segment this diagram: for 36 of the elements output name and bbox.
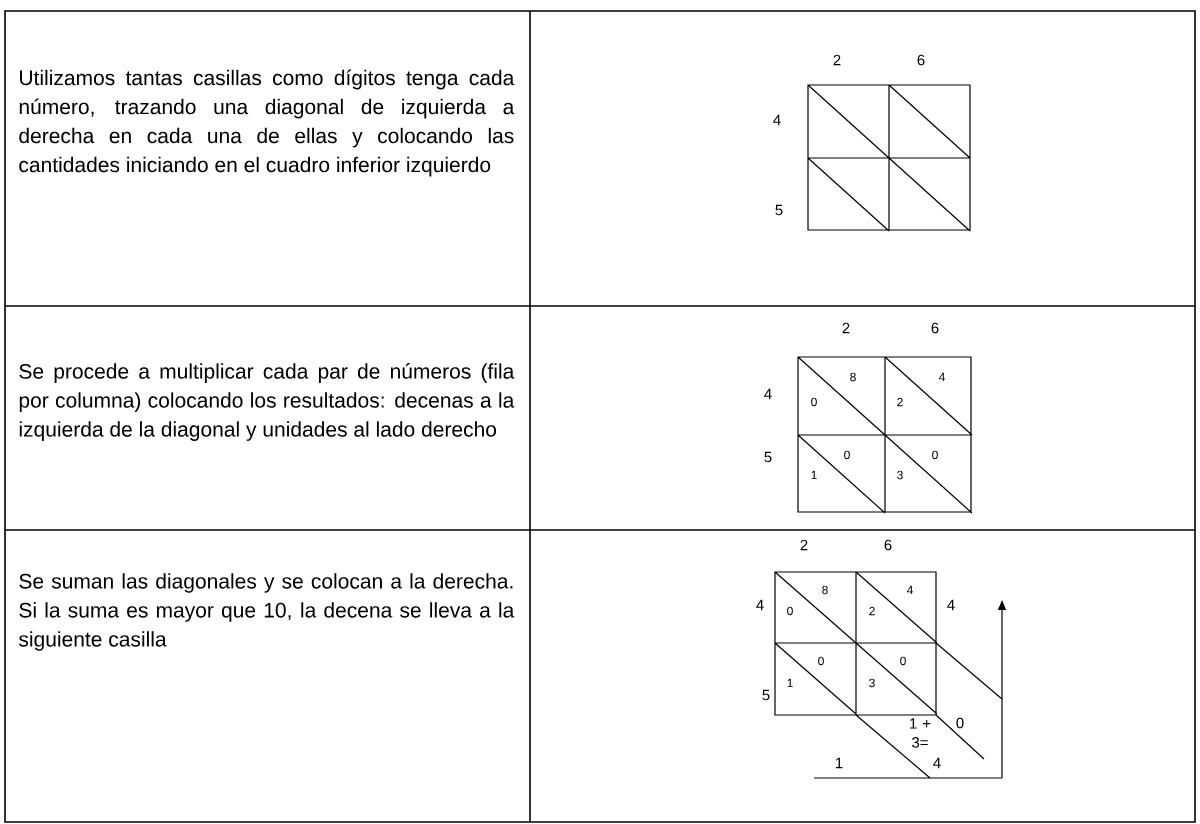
product-digit: 1 [811, 470, 817, 480]
digit-label: 5 [764, 451, 772, 463]
digit-label: 5 [762, 689, 770, 701]
digit-label: 1 [835, 757, 843, 769]
instruction-text: Utilizamos tantas casillas como dígitos tenga cada número, trazando una diagonal de izquierda a derecha en cada una de ellas y colocando las cantidades iniciando en el cuadro inferior izquierdo [19, 69, 515, 177]
product-digit: 3 [869, 678, 875, 688]
product-digit: 2 [897, 397, 903, 407]
digit-label: 4 [764, 388, 772, 400]
product-digit: 2 [869, 606, 875, 616]
product-digit: 0 [932, 450, 938, 460]
digit-label: 6 [931, 322, 939, 334]
product-digit: 0 [844, 450, 850, 460]
product-digit: 4 [938, 372, 945, 382]
digit-label: 4 [756, 599, 764, 611]
product-digit: 8 [822, 585, 828, 595]
instruction-text: Se suman las diagonales y se colocan a la derecha. Si la suma es mayor que 10, la decena se lleva a la siguiente casilla [19, 573, 515, 651]
digit-label: 5 [775, 204, 783, 216]
sum-text: 1 + 3= [910, 718, 931, 748]
digit-label: 4 [933, 757, 941, 769]
digit-label: 4 [947, 599, 955, 611]
digit-label: 6 [917, 54, 925, 66]
digit-label: 2 [833, 54, 841, 66]
product-digit: 0 [818, 656, 824, 666]
product-digit: 8 [850, 372, 856, 382]
product-digit: 0 [900, 656, 906, 666]
product-digit: 4 [906, 585, 913, 595]
instruction-text: Se procede a multiplicar cada par de números (fila por columna) colocando los resultados: decenas a la izquierda de la diagonal y unidades al lado derecho [19, 363, 515, 441]
digit-label: 4 [773, 114, 781, 126]
product-digit: 3 [897, 470, 903, 480]
digit-label: 0 [956, 717, 964, 729]
digit-label: 6 [884, 539, 892, 551]
digit-label: 2 [800, 539, 808, 551]
product-digit: 0 [811, 397, 817, 407]
digit-label: 2 [842, 322, 850, 334]
product-digit: 1 [787, 678, 793, 688]
product-digit: 0 [787, 606, 793, 616]
